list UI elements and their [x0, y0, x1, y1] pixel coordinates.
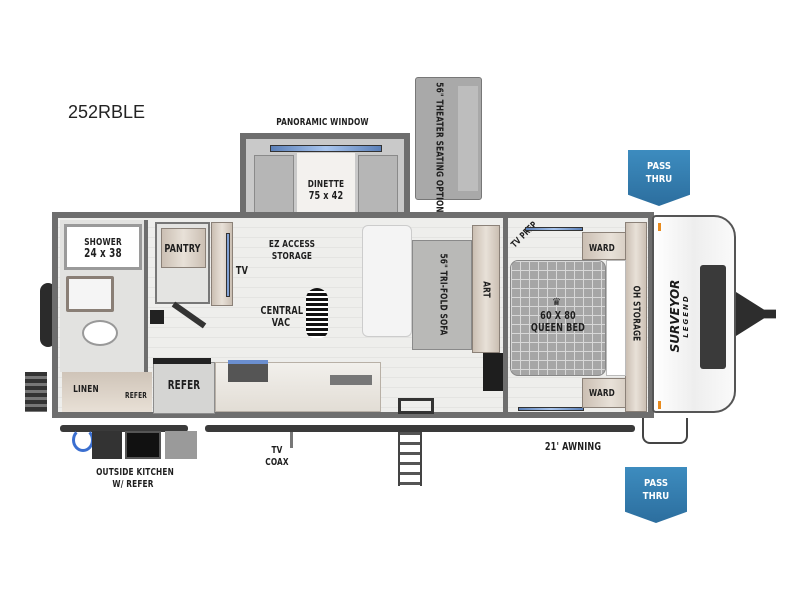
bed-label: QUEEN BED	[530, 321, 586, 334]
outside-sink	[92, 431, 122, 459]
propane-cover	[700, 265, 726, 369]
pass-thru-bottom-line2: THRU	[642, 491, 670, 502]
microwave	[153, 358, 211, 364]
dinette-bench-left	[254, 155, 294, 217]
queen-bed	[510, 260, 606, 376]
stove-icon	[228, 360, 268, 382]
toilet-icon	[82, 320, 118, 346]
tv-coax-label: TV	[271, 445, 283, 456]
floor-mat	[362, 225, 412, 337]
tv-screen	[226, 233, 230, 297]
ward-bottom-label: WARD	[589, 388, 615, 399]
bedroom-window-bottom	[518, 407, 584, 411]
oh-storage-label: OH STORAGE	[630, 285, 642, 342]
bed-size-label: 60 X 80	[540, 309, 576, 322]
awning-label: 21' AWNING	[544, 440, 602, 453]
outside-refer	[165, 431, 197, 459]
refer-label: REFER	[167, 378, 201, 392]
pass-thru-top-line1: PASS	[647, 161, 671, 172]
shower-size: 24 x 38	[84, 246, 122, 260]
dinette-slideout: DINETTE 75 x 42	[240, 133, 410, 223]
fireplace	[483, 353, 503, 391]
ez-access-label-2: STORAGE	[271, 251, 313, 262]
tongue-jack	[642, 418, 688, 444]
central-vac-label: CENTRAL	[260, 304, 304, 317]
hitch-icon	[736, 292, 776, 336]
tri-fold-sofa: 56" TRI-FOLD SOFA	[412, 240, 472, 350]
pass-thru-bottom-badge: PASS THRU	[625, 467, 687, 523]
brand-logo-name: SURVEYOR	[668, 279, 682, 353]
outside-kitchen-label: OUTSIDE KITCHEN	[96, 467, 174, 478]
entry-block	[150, 310, 164, 324]
pass-thru-bottom-line1: PASS	[644, 478, 668, 489]
pantry: PANTRY	[155, 222, 210, 304]
ez-access-label: EZ ACCESS	[268, 239, 316, 250]
entry-door	[398, 398, 434, 414]
tv-label: TV	[235, 264, 249, 277]
sink-kitchen-icon	[330, 375, 372, 385]
central-vac-label-2: VAC	[271, 316, 291, 329]
art-label: ART	[480, 281, 492, 298]
entry-steps	[398, 432, 422, 486]
dinette-size: 75 x 42	[308, 189, 344, 202]
theater-seating-option: 56" THEATER SEATING OPTION	[415, 77, 482, 213]
headboard	[606, 260, 626, 376]
brand-logo: SURVEYOR LEGEND	[668, 271, 692, 361]
panoramic-window	[270, 145, 382, 152]
awning-bar	[205, 425, 635, 432]
shower	[64, 224, 142, 270]
panoramic-window-label: PANORAMIC WINDOW	[276, 117, 369, 128]
model-title: 252RBLE	[68, 102, 146, 122]
crown-icon: ♛	[552, 297, 561, 308]
water-hose-icon	[72, 428, 94, 452]
brand-logo-sub: LEGEND	[682, 294, 690, 338]
tv-cabinet	[211, 222, 233, 306]
dinette-table	[297, 153, 355, 219]
boot-print-icon	[306, 288, 328, 338]
pass-thru-top-badge: PASS THRU	[628, 150, 690, 206]
art-cabinet	[472, 225, 500, 353]
pantry-label: PANTRY	[164, 242, 201, 255]
bedroom-window-top	[525, 227, 583, 231]
front-cap: SURVEYOR LEGEND	[652, 215, 736, 413]
outside-griddle	[125, 431, 161, 459]
awning-arm	[60, 425, 188, 432]
ward-top-label: WARD	[589, 243, 615, 254]
dinette-label: DINETTE	[307, 179, 345, 190]
bedroom-wall	[503, 218, 508, 413]
rear-bumper	[25, 372, 47, 412]
pass-thru-top-line2: THRU	[645, 174, 673, 185]
shower-label: SHOWER	[84, 237, 122, 248]
dinette-bench-right	[358, 155, 398, 217]
small-refer-label: REFER	[124, 391, 148, 400]
tv-coax-icon	[290, 432, 293, 448]
linen-label: LINEN	[73, 384, 99, 395]
theater-seating-label: 56" THEATER SEATING OPTION	[433, 82, 445, 213]
bathroom: SHOWER 24 x 38	[60, 220, 148, 372]
linen-cabinet	[62, 372, 152, 412]
sofa-label: 56" TRI-FOLD SOFA	[437, 253, 449, 336]
tv-coax-label-2: COAX	[265, 457, 289, 468]
outside-kitchen-label-2: W/ REFER	[112, 479, 154, 490]
sink-icon	[66, 276, 114, 312]
